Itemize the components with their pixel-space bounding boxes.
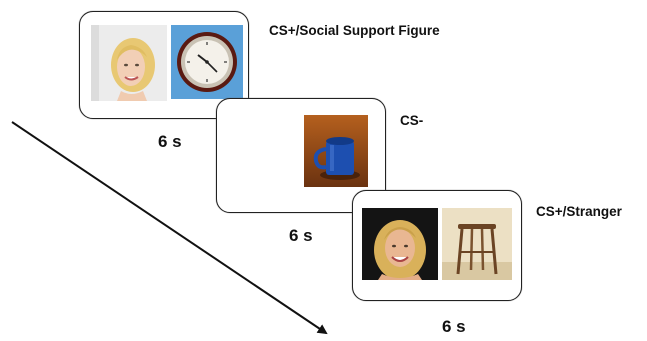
trial-panel-social-support (79, 11, 249, 119)
smiling-blonde-woman-photo (91, 25, 167, 101)
wall-clock-photo (171, 25, 243, 99)
trial-panel-stranger (352, 190, 522, 301)
duration-label-2: 6 s (289, 226, 313, 245)
trial-panel-cs-minus (216, 98, 386, 213)
duration-label-3: 6 s (442, 317, 466, 336)
condition-label-social-support: CS+/Social Support Figure (269, 23, 440, 38)
smiling-woman-dark-background-photo (362, 208, 438, 280)
condition-label-stranger: CS+/Stranger (536, 204, 622, 219)
blue-mug-photo (304, 115, 368, 187)
condition-label-cs-minus: CS- (400, 113, 424, 128)
duration-label-1: 6 s (158, 132, 182, 151)
wooden-stool-photo (442, 208, 512, 280)
